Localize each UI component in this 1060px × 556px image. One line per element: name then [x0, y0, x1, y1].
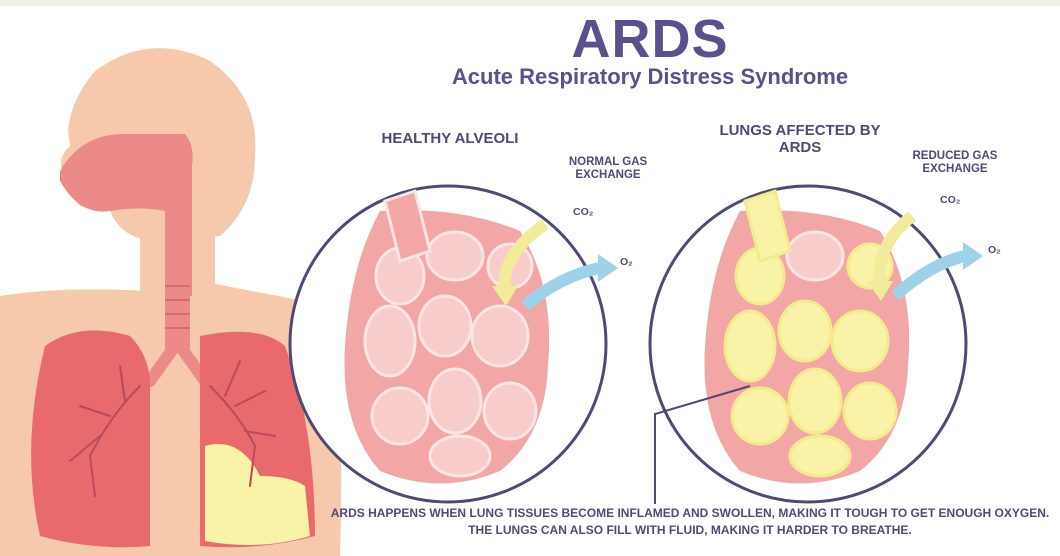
- healthy-alveoli-diagram: [288, 184, 618, 504]
- page-title: ARDS: [571, 9, 729, 69]
- o2-arrow-ards: [890, 250, 967, 301]
- o2-arrow-healthy: [521, 262, 602, 311]
- co2-arrow-healthy: [498, 219, 549, 292]
- reduced-gas-exchange-label: REDUCED GAS EXCHANGE: [912, 150, 998, 176]
- ards-lungs-label: LUNGS AFFECTED BY ARDS: [719, 122, 881, 157]
- o2-label-ards: O₂: [988, 244, 1001, 256]
- page-subtitle: Acute Respiratory Distress Syndrome: [451, 64, 849, 89]
- top-border: [0, 0, 1060, 6]
- airway: [60, 134, 193, 296]
- human-body: [0, 48, 342, 556]
- co2-arrow-ards: [873, 211, 916, 287]
- co2-label-healthy: CO₂: [573, 206, 594, 218]
- trachea: [165, 266, 190, 351]
- healthy-alveoli-label: HEALTHY ALVEOLI: [381, 130, 519, 147]
- co2-label-ards: CO₂: [940, 194, 961, 206]
- normal-gas-exchange-label: NORMAL GAS EXCHANGE: [568, 156, 648, 182]
- callout-line: [654, 385, 751, 504]
- caption-text: ARDS HAPPENS WHEN LUNG TISSUES BECOME IN…: [330, 506, 1050, 538]
- left-lung: [31, 330, 150, 548]
- ards-illustration: [0, 48, 983, 556]
- o2-label-healthy: O₂: [620, 256, 633, 268]
- fluid-in-lung: [205, 444, 310, 545]
- ards-alveoli-diagram: [648, 184, 983, 504]
